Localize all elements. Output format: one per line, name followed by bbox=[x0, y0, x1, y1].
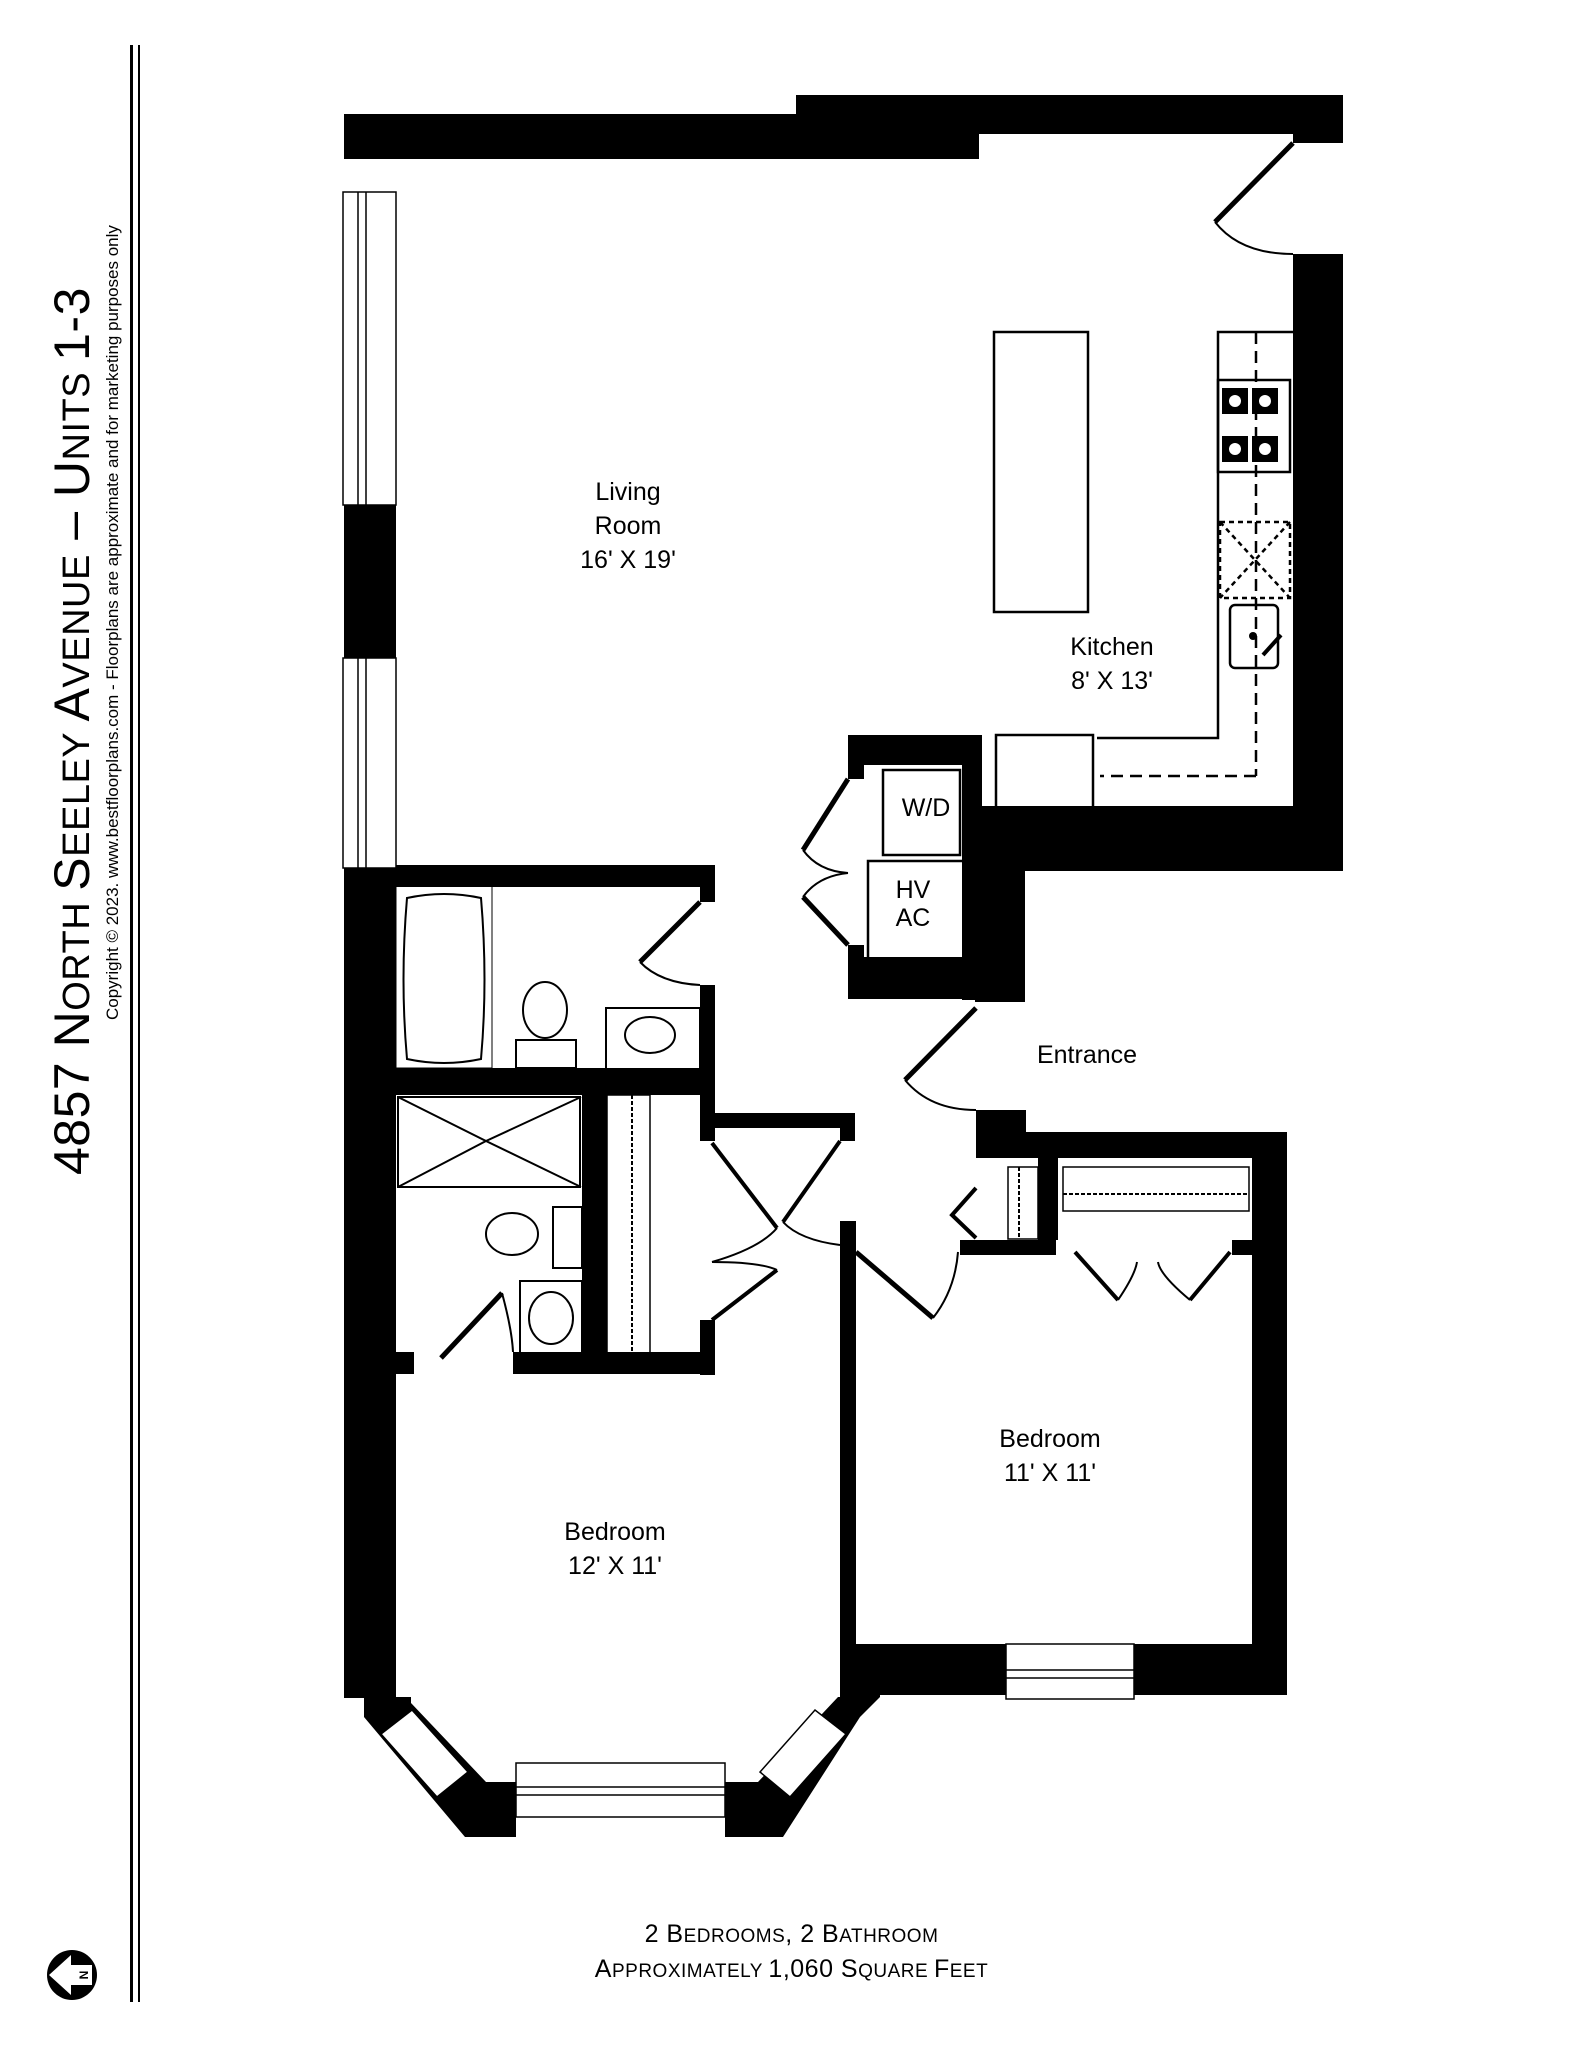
bedroom-2-label: Bedroom 11' X 11' bbox=[999, 1422, 1100, 1490]
linen-closet bbox=[606, 1094, 651, 1356]
room-name: Living bbox=[595, 478, 661, 506]
north-arrow-icon: N bbox=[47, 1950, 97, 2000]
washer-dryer bbox=[881, 768, 962, 857]
room-name: Kitchen bbox=[1070, 633, 1154, 661]
room-name: Bedroom bbox=[564, 1518, 666, 1546]
faucet-icon bbox=[1249, 632, 1257, 640]
toilet-tank bbox=[515, 1039, 577, 1069]
hvac-unit bbox=[866, 859, 966, 969]
bathroom-fixtures bbox=[395, 884, 1250, 1356]
windows bbox=[342, 191, 1135, 1818]
toilet-tank-2 bbox=[552, 1206, 583, 1269]
shower bbox=[397, 1096, 581, 1188]
room-name: Bedroom bbox=[999, 1425, 1101, 1453]
room-size: 12' X 11' bbox=[568, 1552, 662, 1580]
divider-line bbox=[138, 45, 140, 2002]
entrance-label: Entrance bbox=[1037, 1038, 1137, 1072]
room-name: Entrance bbox=[1036, 1041, 1138, 1069]
toilet-bowl bbox=[522, 981, 568, 1039]
svg-text:N: N bbox=[77, 1971, 91, 1980]
kitchen-island bbox=[992, 330, 1090, 614]
doors bbox=[439, 141, 1295, 1360]
unit-summary-line-1: 2 BEDROOMS, 2 BATHROOM bbox=[644, 1920, 939, 1948]
toilet-bowl-2 bbox=[485, 1212, 539, 1256]
room-size: 16' X 19' bbox=[580, 546, 676, 574]
vanity-sink bbox=[605, 1007, 701, 1071]
bathtub bbox=[402, 893, 486, 1064]
unit-summary-line-2: APPROXIMATELY 1,060 SQUARE FEET bbox=[594, 1955, 989, 1983]
bedroom-1-label: Bedroom 12' X 11' bbox=[564, 1515, 665, 1583]
stove bbox=[1216, 378, 1292, 474]
refrigerator bbox=[994, 733, 1095, 812]
walls bbox=[344, 95, 1343, 1837]
room-size: 8' X 13' bbox=[1071, 667, 1153, 695]
room-name: Room bbox=[594, 512, 662, 540]
closet-shelf bbox=[1062, 1166, 1250, 1212]
hvac-label: HV AC bbox=[895, 876, 931, 932]
kitchen-label: Kitchen 8' X 13' bbox=[1070, 630, 1153, 698]
vanity-sink-2 bbox=[519, 1280, 583, 1356]
washer-dryer-label: W/D bbox=[901, 794, 951, 822]
divider-line bbox=[130, 45, 133, 2002]
room-size: 11' X 11' bbox=[1003, 1459, 1097, 1487]
living-room-label: Living Room 16' X 19' bbox=[580, 475, 676, 577]
